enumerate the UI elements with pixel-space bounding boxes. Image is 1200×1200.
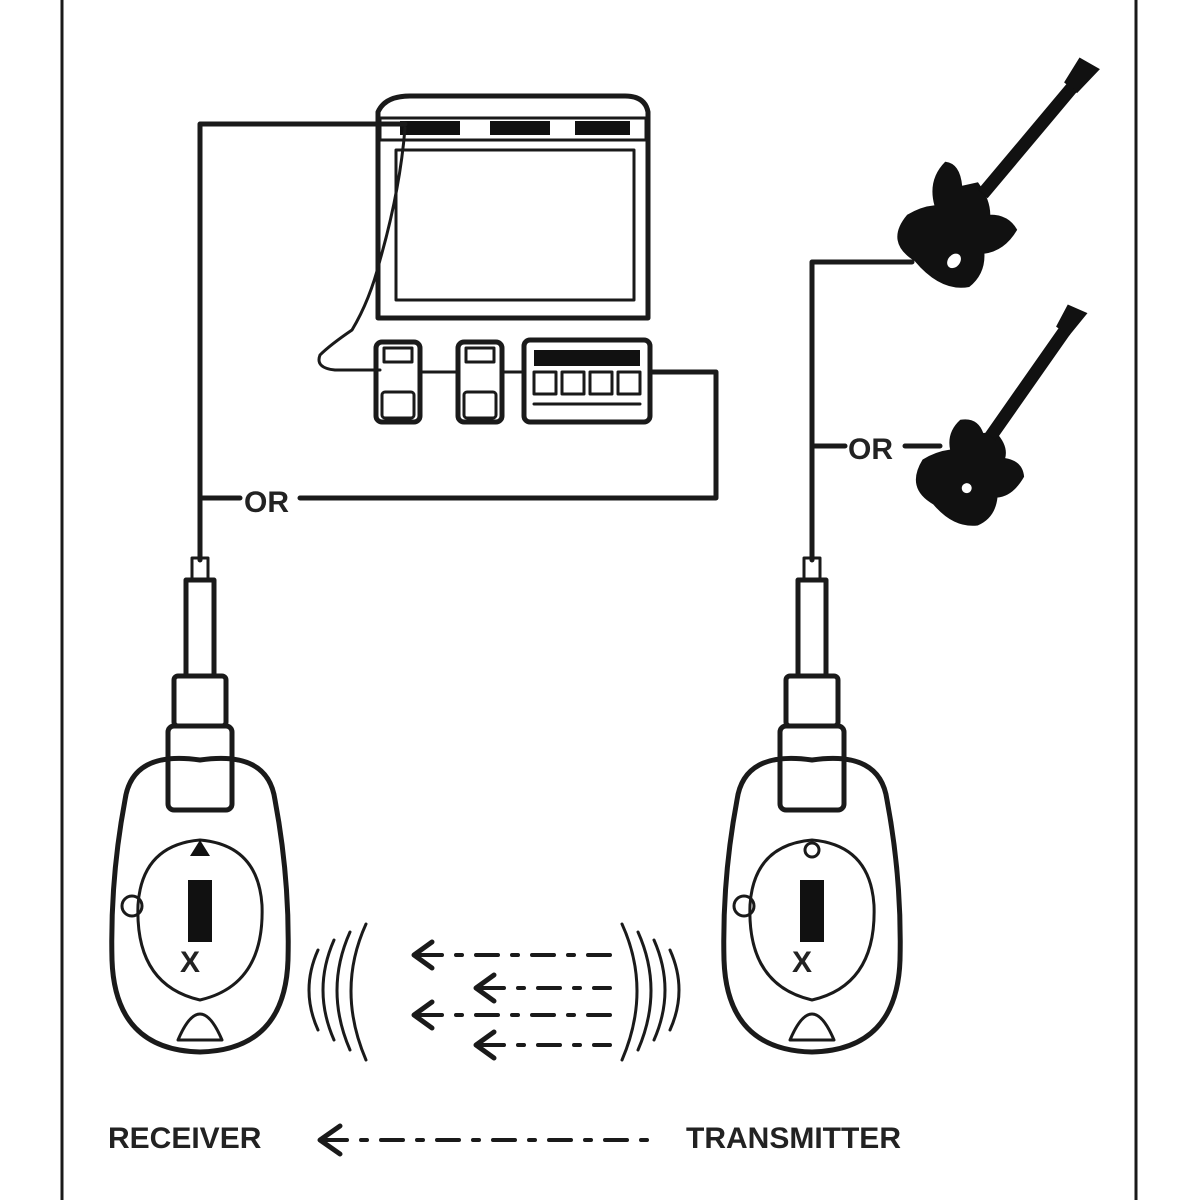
multi-effects-unit-icon <box>521 337 653 425</box>
amp-to-pedal-cable <box>317 126 407 372</box>
signal-arrow-icon <box>473 972 612 1004</box>
receiver-to-pedalboard-cable <box>297 369 719 501</box>
transmitter-label: TRANSMITTER <box>686 1122 901 1155</box>
radio-wave-icon <box>620 922 681 1062</box>
wireless-transmitter-icon: X <box>721 556 903 1055</box>
radio-wave-icon <box>307 922 368 1062</box>
effects-pedal-icon <box>373 339 423 425</box>
legend-signal-arrow-icon <box>317 1123 662 1157</box>
effects-pedal-icon <box>455 339 505 425</box>
receiver-logo-x: X <box>180 946 200 979</box>
receiver-to-amp-cable <box>197 121 408 563</box>
transmitter-logo-x: X <box>792 946 812 979</box>
electric-guitar-icon <box>897 57 1100 288</box>
wireless-receiver-icon: X <box>109 556 291 1055</box>
receiver-label: RECEIVER <box>108 1122 262 1155</box>
signal-arrow-icon <box>411 939 612 971</box>
signal-arrow-icon <box>473 1029 612 1061</box>
transmitter-to-guitar-cable <box>809 259 915 563</box>
signal-arrow-icon <box>411 999 612 1031</box>
electric-guitar-icon <box>915 304 1088 526</box>
or-label-right: OR <box>848 433 893 466</box>
or-label-left: OR <box>244 486 289 519</box>
amplifier-icon <box>375 93 651 321</box>
